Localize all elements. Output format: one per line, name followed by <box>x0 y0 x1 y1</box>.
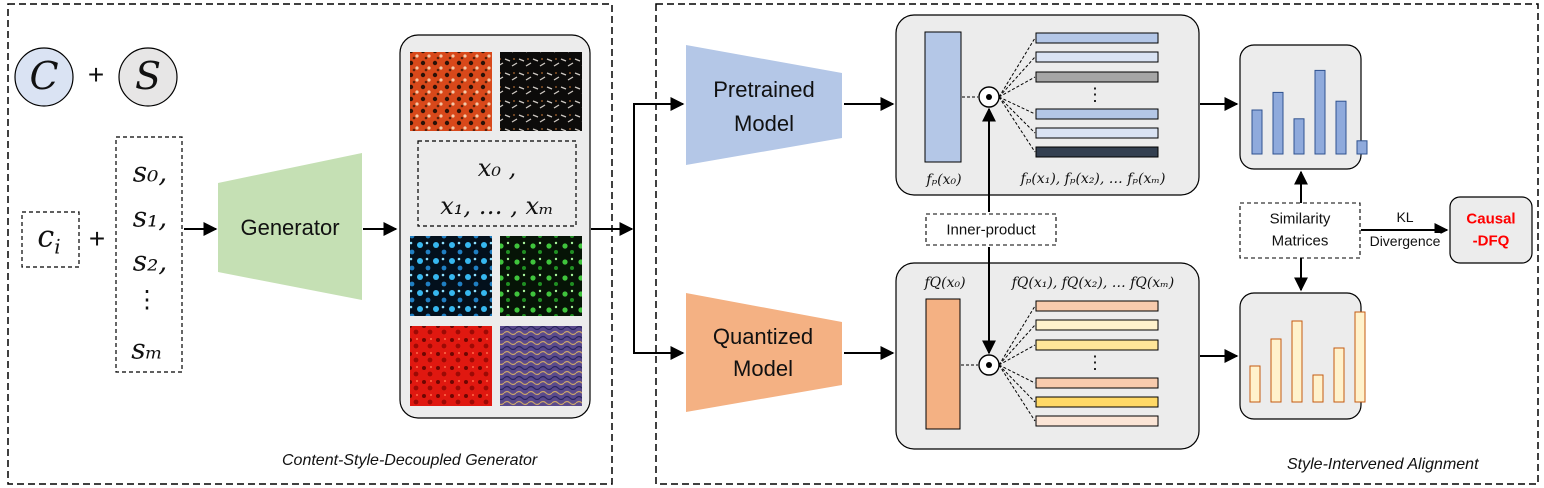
pretrained-label-1: Pretrained <box>713 77 815 102</box>
sample-image-cyan <box>410 236 492 316</box>
generator-label: Generator <box>240 215 340 240</box>
top-chart-bar <box>1293 118 1305 155</box>
fp-features-group <box>1035 32 1159 158</box>
fq-x0-feature <box>925 298 961 430</box>
fp-feature-bar <box>1035 108 1159 120</box>
similarity-box <box>1239 202 1361 259</box>
fp-dots: ⋮ <box>1086 84 1104 105</box>
bottom-chart-bar <box>1312 374 1324 403</box>
samples-label-box <box>417 140 577 227</box>
top-chart-bar <box>1272 91 1284 155</box>
plus-sign-top: + <box>87 59 105 90</box>
samples-line-2: x₁, … , xₘ <box>440 192 554 220</box>
generator-shape <box>218 153 362 300</box>
fq-feature-bar <box>1035 396 1159 408</box>
style-var-2: s₂, <box>132 244 168 278</box>
dot-product-top-center <box>986 94 992 100</box>
right-panel-caption: Style-Intervened Alignment <box>1287 456 1479 473</box>
quantized-label-2: Model <box>733 356 793 381</box>
kl-label-1: KL <box>1396 209 1414 225</box>
content-var: ci <box>37 219 61 259</box>
fq-dots: ⋮ <box>1086 352 1104 373</box>
content-var-sub: i <box>54 234 61 259</box>
style-var-dots: ⋮ <box>135 286 159 314</box>
style-vars-box <box>115 136 183 373</box>
sample-image-purple <box>500 326 582 406</box>
fp-feature-bar <box>1035 32 1159 44</box>
top-chart-bar <box>1251 109 1263 155</box>
similarity-label-1: Similarity <box>1269 210 1331 228</box>
style-symbol: S <box>134 54 162 98</box>
fp-others-label: fₚ(x₁), fₚ(x₂), … fₚ(xₘ) <box>1020 171 1166 187</box>
fq-others-label: fQ(x₁), fQ(x₂), … fQ(xₘ) <box>1011 275 1175 291</box>
quantized-shape <box>686 293 842 412</box>
inner-product-label: Inner-product <box>946 221 1036 239</box>
top-chart-bar <box>1356 140 1368 155</box>
similarity-label-2: Matrices <box>1271 232 1329 250</box>
result-label-1: Causal <box>1466 210 1516 228</box>
fp-x0-label: fₚ(x₀) <box>926 172 962 188</box>
style-var-0: s₀, <box>132 155 168 189</box>
plus-sign-middle: + <box>88 223 106 254</box>
fp-feature-bar <box>1035 71 1159 83</box>
fp-feature-bar <box>1035 146 1159 158</box>
top-chart-bar <box>1314 69 1326 155</box>
fq-dashed-lines <box>998 305 1036 422</box>
result-label-2: -DFQ <box>1472 232 1510 250</box>
left-panel-caption: Content-Style-Decoupled Generator <box>282 452 538 469</box>
fq-feature-bar <box>1035 300 1159 312</box>
bottom-chart-bar <box>1333 347 1345 403</box>
fq-feature-bar <box>1035 415 1159 427</box>
samples-line-1: x₀ , <box>477 154 517 182</box>
fq-feature-bar <box>1035 319 1159 331</box>
left-panel-border <box>7 3 613 485</box>
style-var-1: s₁, <box>132 200 168 234</box>
content-var-box <box>21 211 80 268</box>
fq-features-group <box>1035 300 1159 427</box>
fp-dashed-lines <box>998 37 1036 153</box>
style-circle <box>118 47 178 107</box>
bottom-chart-bar <box>1249 365 1261 403</box>
pretrained-shape <box>686 45 842 165</box>
right-panel-border <box>655 3 1539 485</box>
sample-image-orange <box>410 52 492 131</box>
top-chart-bar <box>1335 100 1347 155</box>
sample-image-green <box>500 236 582 316</box>
kl-label-2: Divergence <box>1369 233 1441 249</box>
bottom-chart-bar <box>1291 320 1303 403</box>
fq-x0-label: fQ(x₀) <box>924 275 966 291</box>
sample-image-red <box>410 326 492 406</box>
content-circle <box>14 47 74 107</box>
pretrained-label-2: Model <box>734 111 794 136</box>
quantized-label-1: Quantized <box>712 324 814 349</box>
result-box <box>1449 196 1533 264</box>
fp-feature-bar <box>1035 127 1159 139</box>
sample-image-dark <box>500 52 582 131</box>
style-var-m: sₘ <box>131 332 163 366</box>
dot-product-bottom-center <box>986 362 992 368</box>
content-symbol: C <box>29 54 59 98</box>
fp-x0-feature <box>924 31 962 163</box>
bottom-chart-bar <box>1354 311 1366 403</box>
fq-feature-bar <box>1035 377 1159 389</box>
fp-feature-bar <box>1035 51 1159 63</box>
fq-feature-bar <box>1035 339 1159 351</box>
bottom-chart-bars <box>1249 311 1366 403</box>
top-chart-box <box>1239 44 1362 170</box>
inner-product-box <box>925 213 1057 246</box>
top-chart-bars <box>1251 69 1368 155</box>
bottom-chart-bar <box>1270 338 1282 403</box>
